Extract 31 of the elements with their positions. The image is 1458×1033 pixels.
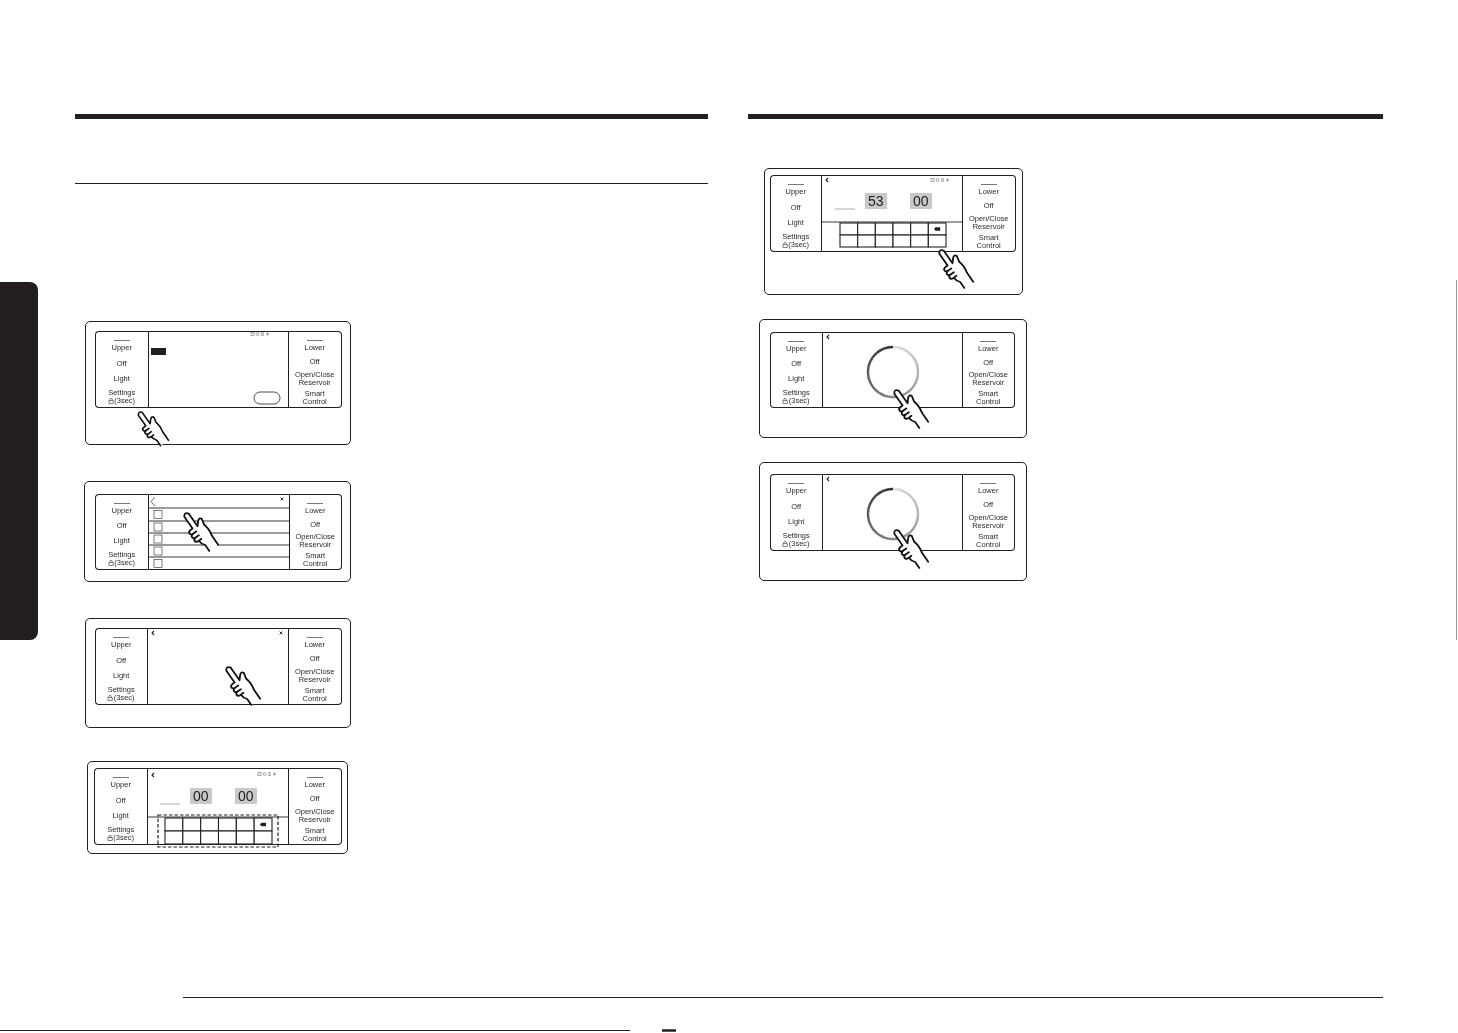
device-frame [84,481,351,582]
side-button-panel [94,627,147,705]
side-button-panel [962,174,1016,252]
side-button-panel [94,493,148,570]
touch-display [146,767,289,845]
device-frame [764,168,1023,295]
touch-display [820,174,963,252]
side-button-panel [288,330,342,408]
side-button-panel [769,473,822,551]
side-button-panel [962,331,1015,408]
touch-display [147,330,289,408]
device-frame [759,462,1027,581]
touch-display [147,493,290,570]
side-button-panel [769,174,821,252]
side-button-panel [93,767,147,845]
side-button-panel [962,473,1015,551]
device-frame [759,319,1027,438]
side-button-panel [769,331,822,408]
side-button-panel [288,627,342,705]
time-digits: 00 [234,787,257,804]
side-button-panel [94,330,148,408]
side-button-panel [289,493,342,570]
time-digits: 53 [864,192,887,209]
time-digits: 00 [189,787,212,804]
device-frame [85,321,351,445]
device-frame [85,618,351,728]
device-frame [87,761,348,854]
side-button-panel [288,767,342,845]
touch-display [146,627,289,705]
side-tab [0,282,38,640]
time-digits: 00 [909,192,932,209]
